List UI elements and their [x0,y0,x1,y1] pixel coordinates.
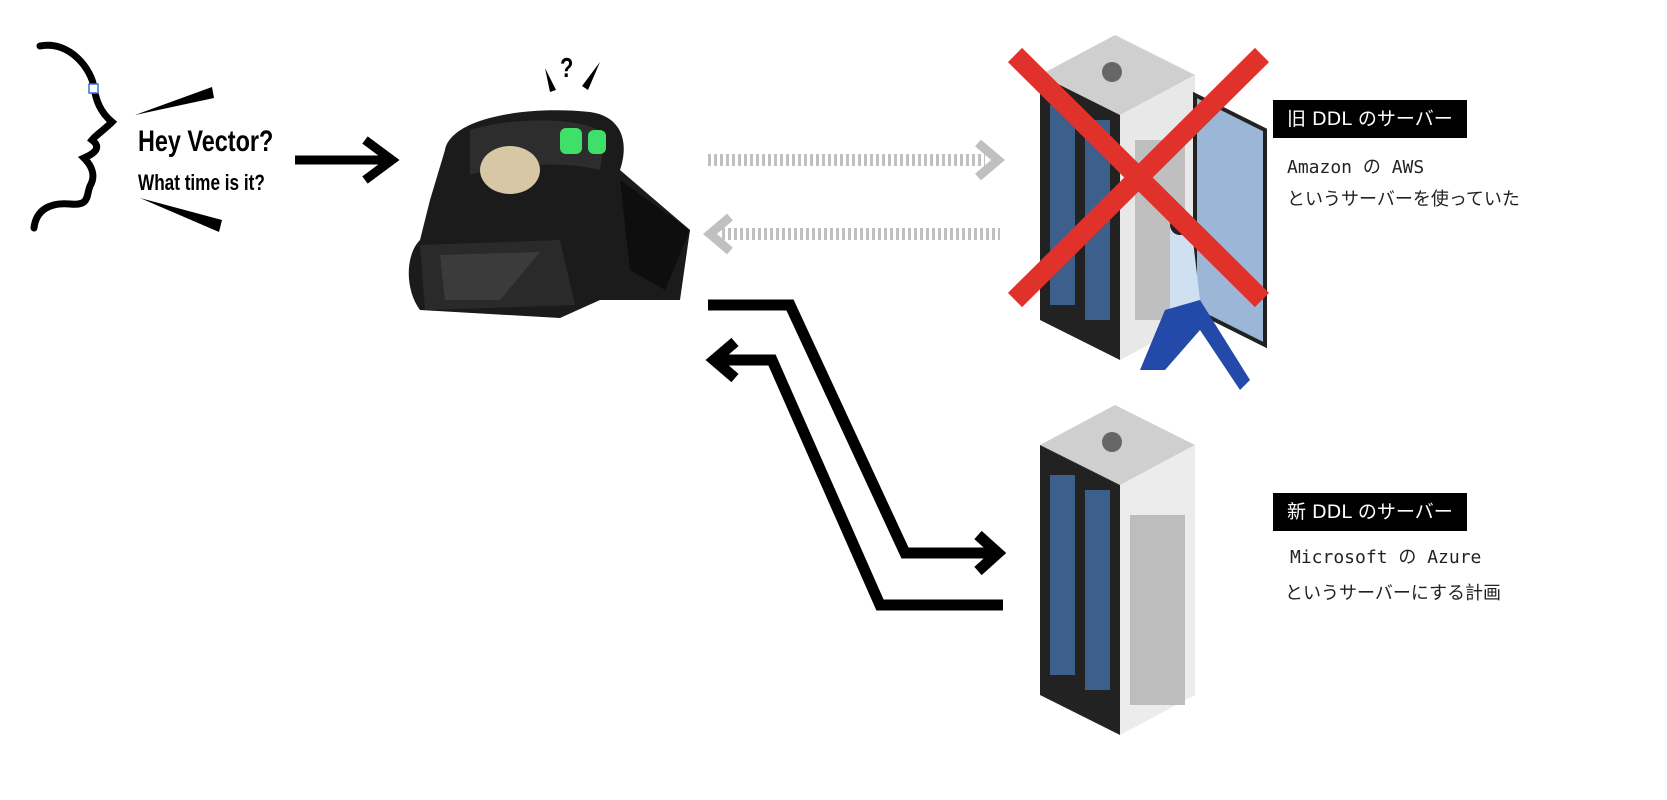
face-profile-icon [30,41,118,232]
dotted-arrow-to-old-server [708,139,1005,181]
new-server-desc-line2: というサーバーにする計画 [1285,583,1501,604]
vector-robot-icon [408,62,690,318]
robot-question-mark: ? [560,52,574,83]
speech-line-bottom [140,198,222,232]
new-server-desc-line1: Microsoft の Azure [1290,547,1482,568]
speech-line-2: What time is it? [138,170,265,195]
old-server-label: 旧 DDL のサーバー [1273,100,1467,138]
cross-out-icon [1007,47,1270,308]
speech-line-1: Hey Vector? [138,125,274,158]
selection-handle [88,83,99,94]
old-server-desc-line2: というサーバーを使っていた [1287,189,1520,210]
dotted-arrow-from-old-server [703,213,1000,255]
new-server-label: 新 DDL のサーバー [1273,493,1467,531]
old-server-desc-line1: Amazon の AWS [1287,157,1425,178]
arrow-to-robot [295,136,400,184]
speech-line-top [135,87,214,115]
arrow-from-new-server [705,337,1003,611]
arrow-to-new-server [708,299,1007,576]
new-server-rack-icon [1040,405,1195,735]
